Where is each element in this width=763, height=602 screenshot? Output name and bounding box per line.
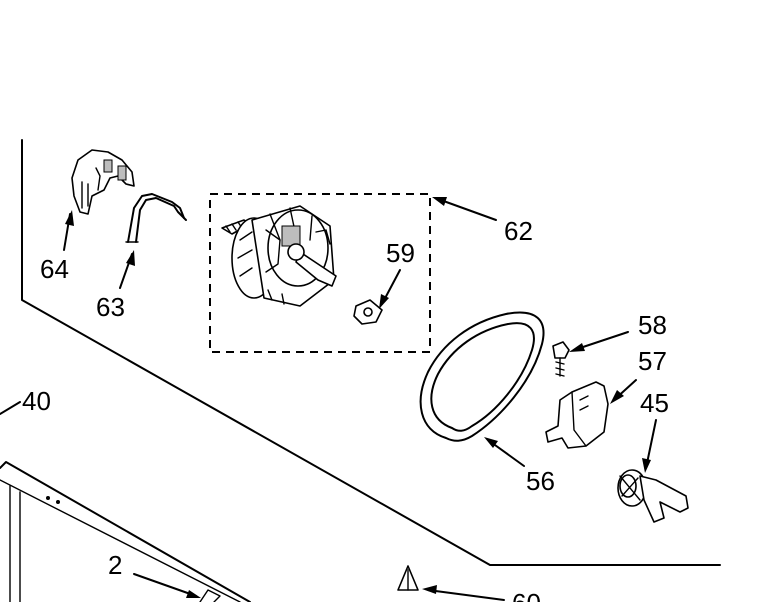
bumper-part-60	[397, 565, 419, 591]
callout-40: 40	[22, 386, 51, 416]
nut-part-59	[353, 299, 383, 325]
callout-62: 62	[504, 216, 533, 246]
base-plate-outline	[21, 139, 721, 566]
bracket-part-64	[71, 149, 135, 215]
drive-belt-part-56	[419, 311, 545, 442]
callout-56: 56	[526, 466, 555, 496]
motor-assembly-box-62	[209, 193, 431, 353]
leader-arrows	[0, 197, 657, 601]
callout-57: 57	[638, 346, 667, 376]
idler-part-45	[617, 469, 689, 523]
callout-58: 58	[638, 310, 667, 340]
clip-part-63	[125, 193, 187, 243]
callout-60: 60	[512, 588, 541, 602]
callout-2: 2	[108, 550, 122, 580]
frame-part-40	[0, 461, 251, 602]
callout-labels: 64 63 62 59 58 57 45 56 40 2 60	[22, 216, 669, 602]
callout-45: 45	[640, 388, 669, 418]
screw-part-58	[552, 341, 570, 377]
drive-motor	[221, 205, 337, 307]
callout-64: 64	[40, 254, 69, 284]
callout-59: 59	[386, 238, 415, 268]
bracket-part-57	[545, 381, 609, 449]
callout-63: 63	[96, 292, 125, 322]
